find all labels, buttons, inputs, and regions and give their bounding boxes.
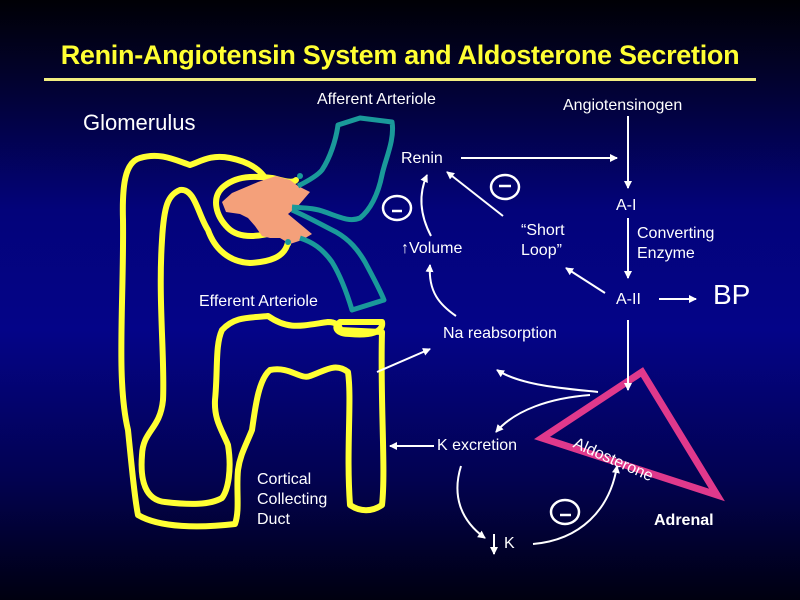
arrow-aldo-to-na bbox=[496, 369, 599, 393]
adrenal-triangle bbox=[534, 367, 725, 502]
label-volume: ↑Volume bbox=[401, 240, 463, 257]
label-converting-enzyme: Converting Enzyme bbox=[637, 225, 715, 262]
afferent-arteriole bbox=[291, 115, 396, 223]
arrow-k-to-lowk bbox=[456, 465, 486, 539]
label-cortical-collecting-duct: Cortical Collecting Duct bbox=[257, 471, 328, 528]
label-adrenal: Adrenal bbox=[654, 512, 714, 529]
slide-title: Renin-Angiotensin System and Aldosterone… bbox=[60, 40, 740, 70]
efferent-arteriole bbox=[290, 207, 387, 313]
arrow-na-to-volume bbox=[425, 264, 457, 317]
arrow-volume-to-renin bbox=[420, 174, 432, 237]
tubule-cap bbox=[333, 319, 386, 338]
label-a1: A-I bbox=[616, 197, 637, 214]
label-efferent-arteriole: Efferent Arteriole bbox=[199, 293, 318, 310]
tubule-outer bbox=[118, 152, 387, 530]
label-low-k: K bbox=[504, 535, 515, 552]
negative-feedback-circle-2 bbox=[489, 173, 521, 201]
label-glomerulus: Glomerulus bbox=[83, 110, 196, 135]
negative-feedback-circle-1 bbox=[381, 194, 413, 222]
label-afferent-arteriole: Afferent Arteriole bbox=[317, 91, 436, 108]
label-k-excretion: K excretion bbox=[437, 437, 518, 454]
label-short-loop: “Short Loop” bbox=[521, 222, 565, 259]
label-bp: BP bbox=[713, 279, 751, 310]
glomerulus-tuft bbox=[222, 176, 312, 244]
arrow-lowk-to-aldo bbox=[532, 465, 620, 545]
arrow-shortloop-to-renin bbox=[446, 171, 504, 217]
label-na-reabsorption: Na reabsorption bbox=[443, 325, 557, 342]
arrow-duct-to-na bbox=[376, 348, 431, 373]
label-a2: A-II bbox=[616, 291, 641, 308]
arrow-aldo-to-k bbox=[495, 394, 591, 433]
negative-feedback-circle-3 bbox=[549, 498, 581, 526]
arrow-shortloop-from-a2 bbox=[565, 267, 606, 294]
label-renin: Renin bbox=[401, 150, 443, 167]
title-underline bbox=[44, 78, 756, 81]
label-angiotensinogen: Angiotensinogen bbox=[563, 97, 683, 114]
